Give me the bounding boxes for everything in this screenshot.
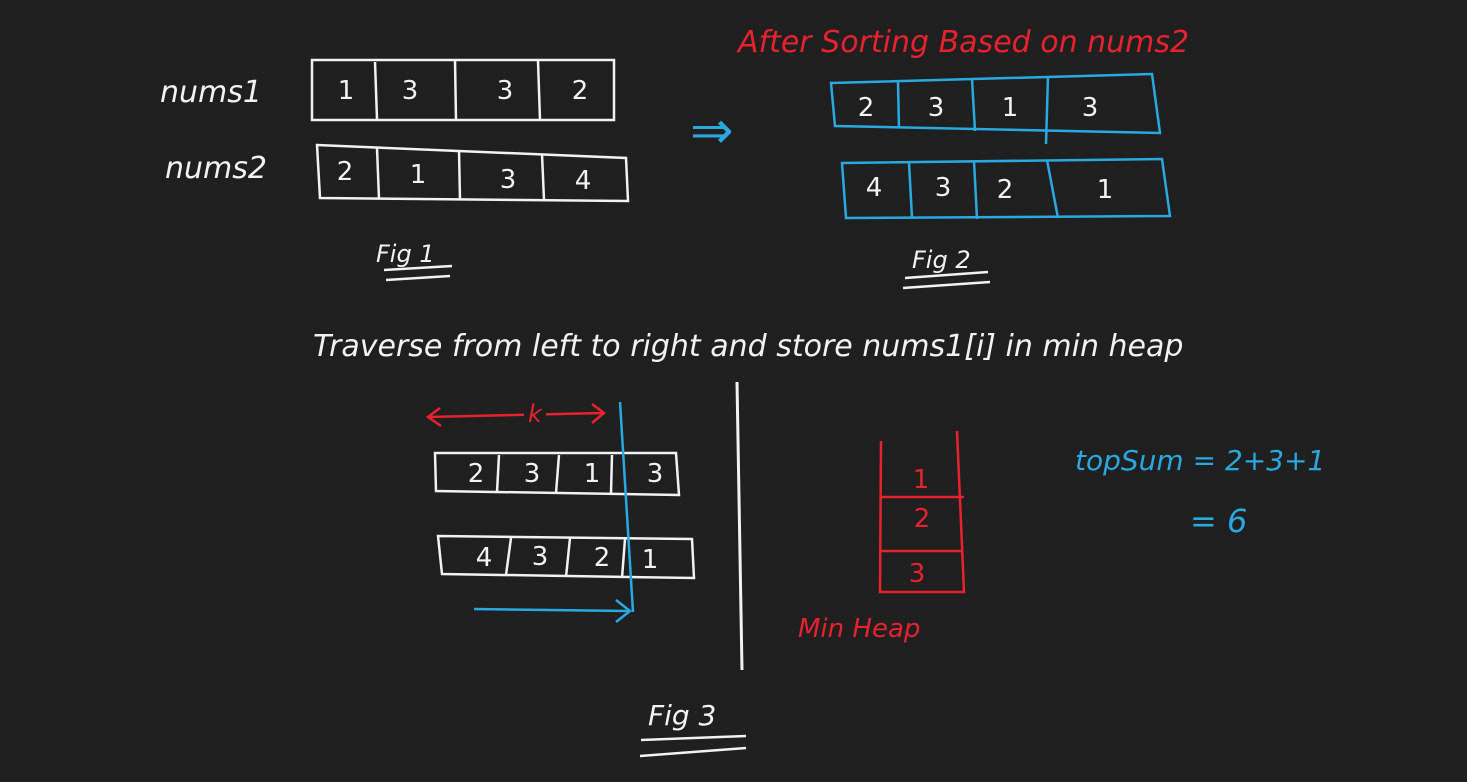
sorted-nums2-cell: 1 — [1097, 175, 1114, 205]
fig3-row1-cell: 3 — [524, 459, 541, 489]
sorted-nums1-box — [829, 72, 1162, 135]
sorted-nums1-cell: 3 — [928, 93, 945, 123]
nums1-array-box — [310, 58, 616, 122]
fig3-group: k 2 3 1 3 4 3 2 1 1 2 3 Min Heap topS — [425, 381, 1325, 758]
sorted-nums1-divider — [1044, 75, 1050, 145]
fig2-underline — [902, 280, 991, 290]
fig3-row1-cell: 3 — [647, 459, 664, 489]
fig1-underline — [385, 274, 451, 282]
nums2-cell: 4 — [575, 166, 592, 196]
heap-cell: 3 — [909, 559, 926, 589]
sorted-nums1-cell: 1 — [1002, 93, 1019, 123]
fig3-row2-cell: 2 — [594, 543, 611, 573]
topsum-equation: topSum = 2+3+1 — [1075, 444, 1325, 477]
nums2-cell: 3 — [500, 165, 517, 195]
sorted-nums2-divider — [907, 162, 914, 219]
nums2-array-box — [315, 143, 630, 203]
window-boundary-line — [618, 401, 635, 613]
fig3-row2-cell: 3 — [532, 542, 549, 572]
heap-cell: 2 — [914, 504, 931, 534]
nums2-label: nums2 — [165, 151, 267, 186]
k-label-bg — [524, 402, 546, 426]
fig3-row2-divider — [504, 537, 513, 576]
fig3-row1-cell: 1 — [584, 459, 601, 489]
sorted-nums2-divider — [1045, 159, 1060, 219]
transform-arrow-icon: ⇒ — [690, 101, 734, 161]
fig3-row2-cell: 1 — [642, 545, 659, 575]
k-right-arrowhead-icon — [591, 403, 607, 424]
traverse-arrow-line — [473, 607, 629, 613]
sorted-nums2-cell: 3 — [935, 173, 952, 203]
nums1-cell: 3 — [402, 76, 419, 106]
traverse-arrowhead-icon — [615, 599, 633, 623]
sorted-nums1-divider — [970, 78, 977, 132]
fig1-underline — [383, 264, 453, 272]
fig1-caption: Fig 1 — [376, 240, 435, 268]
fig2-underline — [904, 270, 989, 280]
k-label: k — [528, 400, 543, 428]
fig2-group: After Sorting Based on nums2 2 3 1 3 4 3… — [736, 25, 1189, 290]
fig3-row2-box — [436, 534, 696, 580]
fig3-row2-divider — [564, 537, 572, 578]
nums2-cell: 2 — [337, 157, 354, 187]
nums2-divider — [457, 149, 462, 201]
nums1-cell: 3 — [497, 76, 514, 106]
fig3-underline — [640, 734, 747, 742]
min-heap-label: Min Heap — [798, 614, 920, 644]
fig3-row1-cell: 2 — [468, 459, 485, 489]
heap-cell: 1 — [913, 465, 930, 495]
min-heap-container — [878, 430, 966, 594]
nums1-divider — [453, 59, 458, 121]
fig3-row2-divider — [620, 538, 627, 579]
fig3-row1-divider — [554, 454, 561, 494]
nums1-cell: 1 — [338, 76, 355, 106]
fig3-row1-box — [433, 451, 681, 497]
k-window-line — [427, 411, 605, 419]
sorted-nums2-box — [840, 157, 1172, 220]
fig3-row2-cell: 4 — [476, 543, 493, 573]
nums2-cell: 1 — [410, 160, 427, 190]
topsum-result: = 6 — [1190, 502, 1247, 540]
nums2-divider — [540, 153, 546, 201]
instruction-text: Traverse from left to right and store nu… — [313, 329, 1183, 364]
sorted-nums2-cell: 4 — [866, 173, 883, 203]
sorted-nums1-cell: 3 — [1082, 93, 1099, 123]
fig3-row1-divider — [495, 454, 501, 493]
nums1-divider — [536, 60, 542, 121]
sorted-nums2-cell: 2 — [997, 175, 1014, 205]
sorted-nums1-divider — [896, 81, 901, 129]
fig2-heading: After Sorting Based on nums2 — [736, 25, 1189, 60]
nums1-cell: 2 — [572, 76, 589, 106]
fig1-group: nums1 nums2 1 3 3 2 2 1 3 4 Fig 1 — [160, 58, 630, 282]
fig3-underline — [639, 746, 747, 758]
section-separator — [735, 381, 744, 671]
fig3-caption: Fig 3 — [648, 699, 716, 732]
fig2-caption: Fig 2 — [912, 246, 971, 274]
sorted-nums2-divider — [972, 160, 979, 220]
fig3-row1-divider — [609, 454, 614, 494]
nums1-label: nums1 — [160, 75, 262, 110]
nums2-divider — [375, 147, 381, 200]
sorted-nums1-cell: 2 — [858, 93, 875, 123]
k-left-arrowhead-icon — [425, 407, 442, 428]
nums1-divider — [373, 61, 379, 120]
